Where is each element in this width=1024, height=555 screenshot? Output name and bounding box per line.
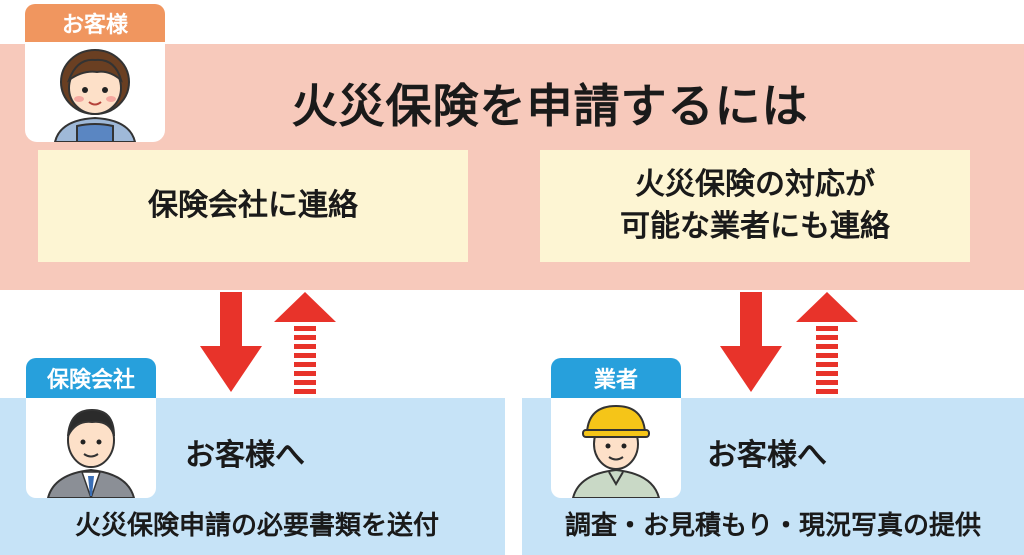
customer-tag: お客様 <box>25 4 165 42</box>
insurer-tag: 保険会社 <box>26 358 156 398</box>
customer-avatar-card <box>25 42 165 142</box>
vendor-tag: 業者 <box>551 358 681 398</box>
construction-worker-icon <box>571 404 661 499</box>
page-title: 火災保険を申請するには <box>291 79 809 133</box>
contact-insurer-box: 保険会社に連絡 <box>38 150 468 262</box>
contact-vendor-box: 火災保険の対応が 可能な業者にも連絡 <box>540 150 970 262</box>
down-arrow-icon <box>720 292 782 392</box>
up-arrow-icon <box>796 292 858 394</box>
down-arrow-icon <box>200 292 262 392</box>
contact-insurer-label: 保険会社に連絡 <box>148 188 358 223</box>
contact-vendor-line2: 可能な業者にも連絡 <box>620 209 890 244</box>
up-arrow-icon <box>274 292 336 394</box>
businessman-icon <box>46 408 136 501</box>
insurer-to-customer: お客様へ <box>185 438 305 473</box>
customer-avatar-icon <box>53 49 137 142</box>
vendor-to-customer: お客様へ <box>707 438 827 473</box>
vendor-action: 調査・お見積もり・現況写真の提供 <box>564 511 981 541</box>
insurer-avatar-card <box>26 398 156 501</box>
vendor-avatar-card <box>551 398 681 499</box>
insurer-action: 火災保険申請の必要書類を送付 <box>74 511 439 541</box>
contact-vendor-line1: 火災保険の対応が <box>635 167 875 202</box>
